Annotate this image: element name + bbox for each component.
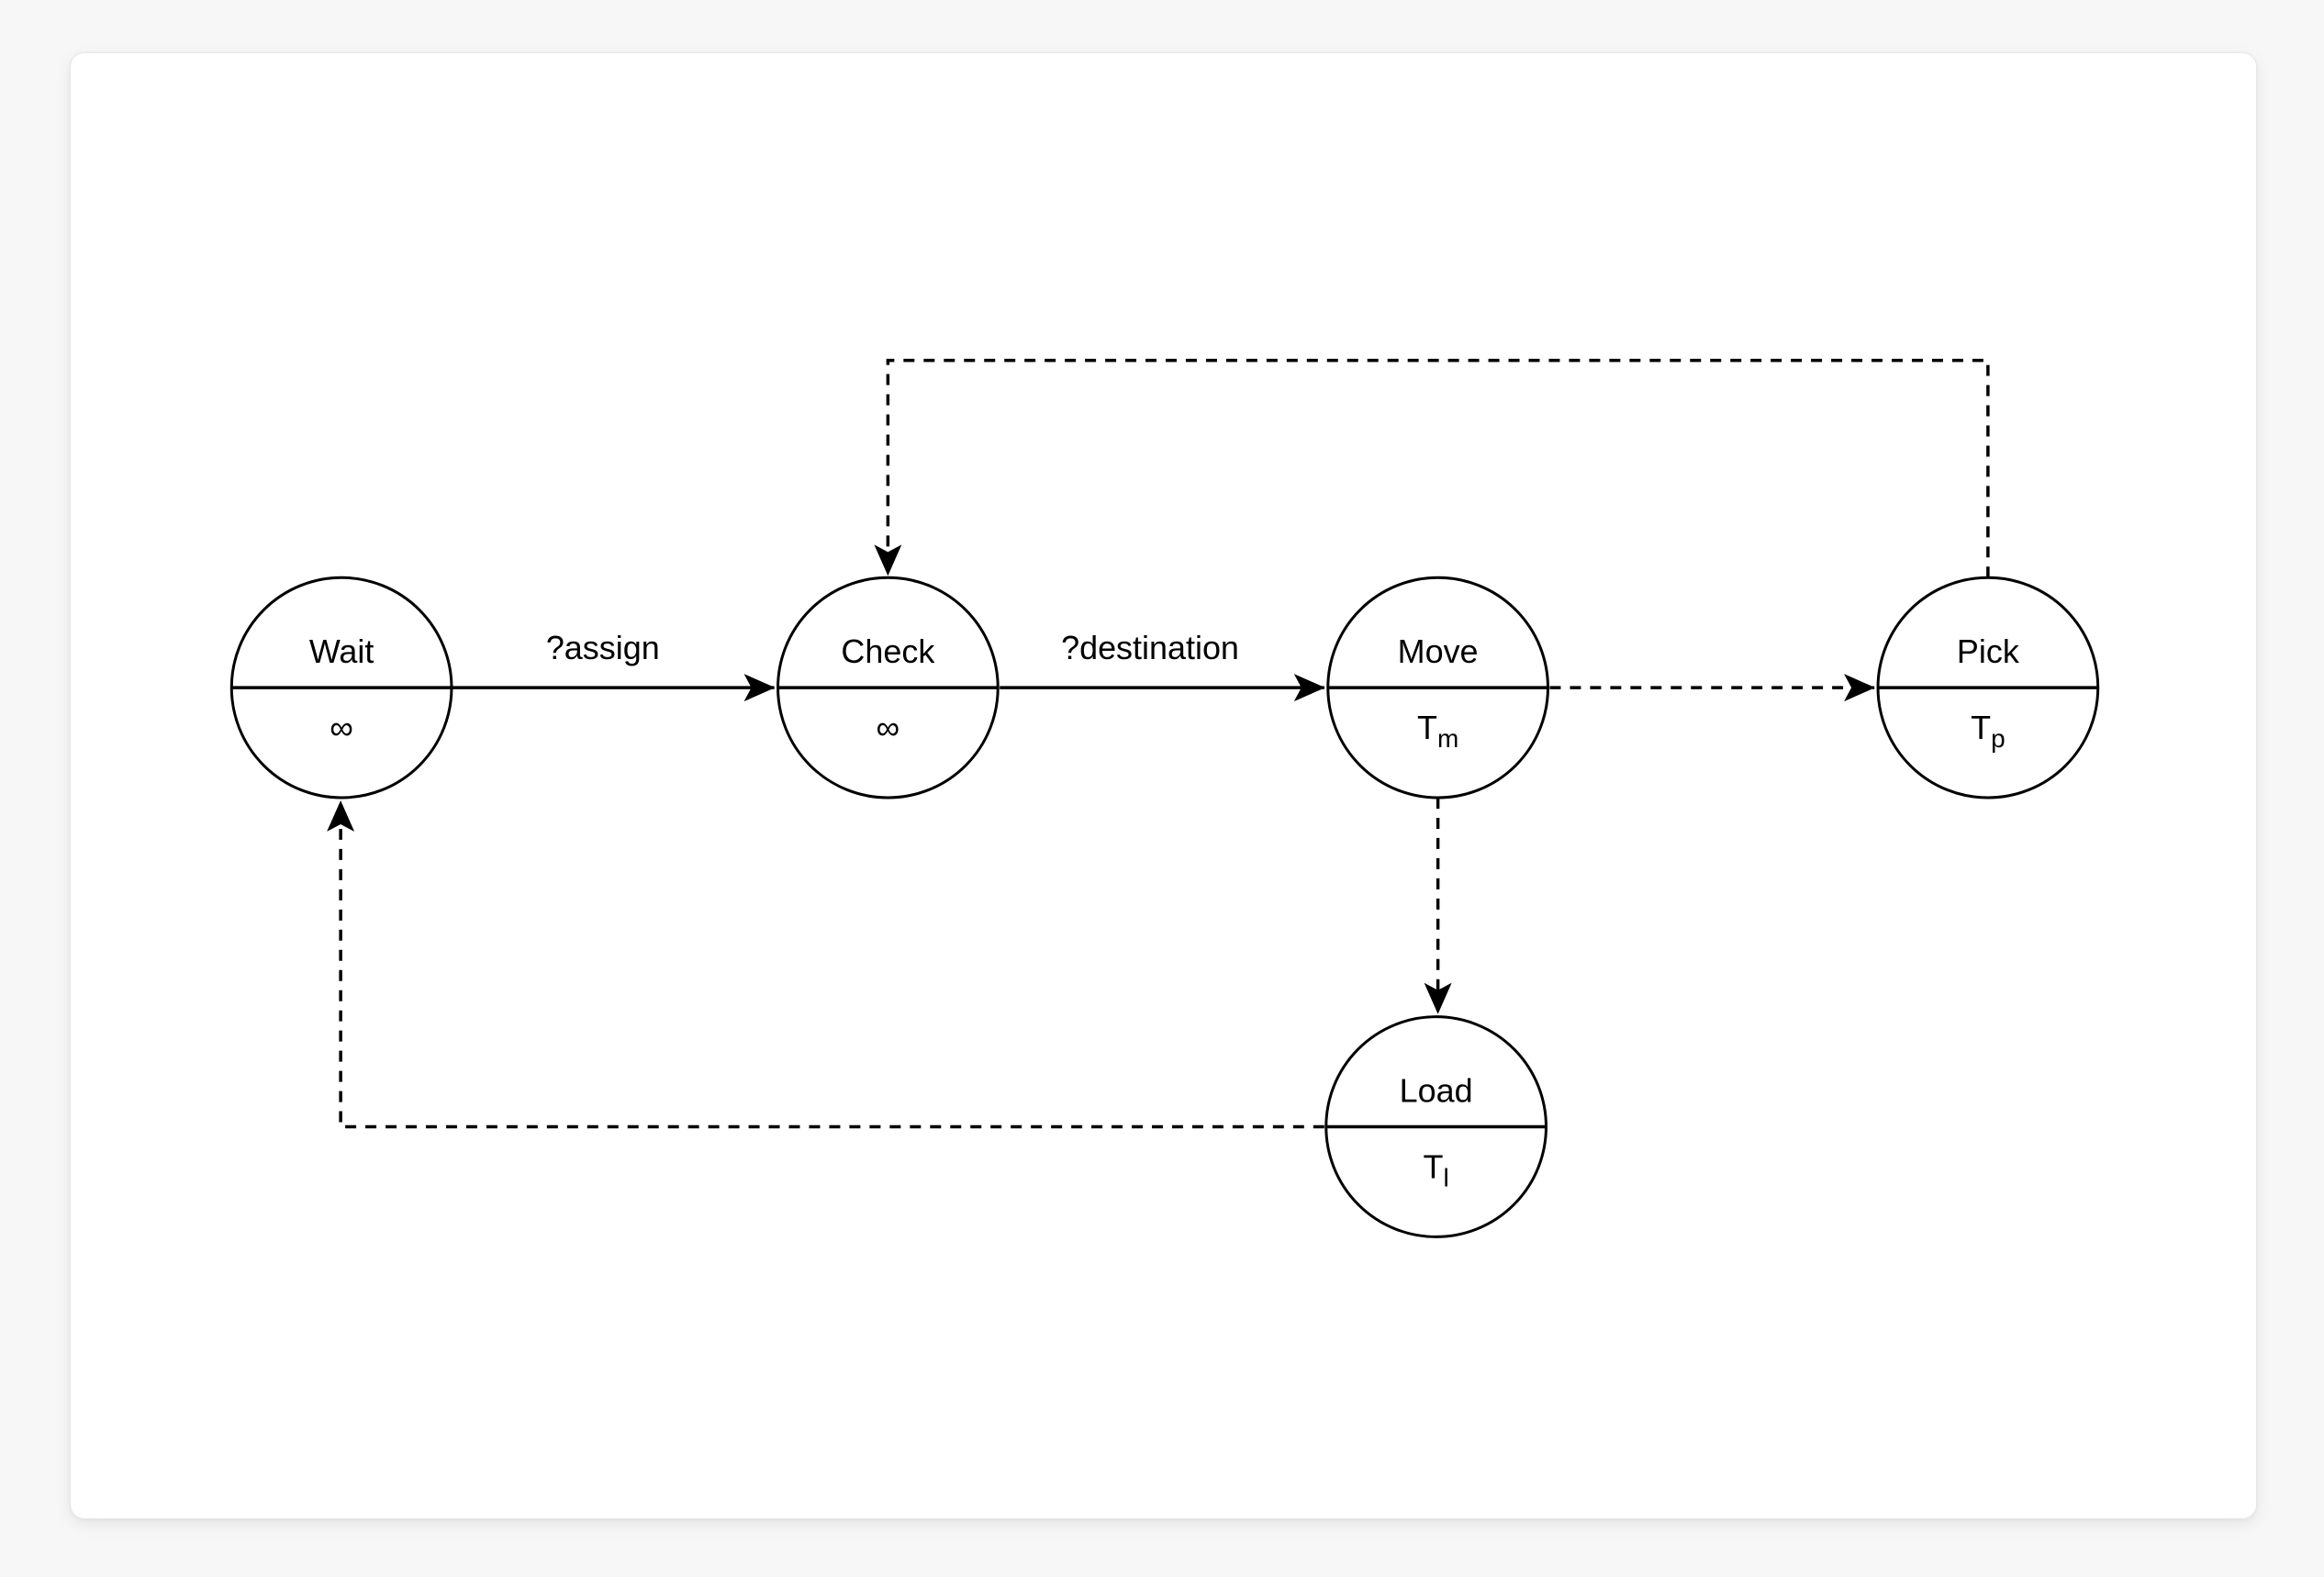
edge-label-wait-to-check: ?assign — [546, 629, 660, 666]
move-value-label: Tm — [1417, 709, 1458, 753]
wait-name-label: Wait — [309, 632, 374, 670]
edge-pick-to-check — [874, 358, 1990, 578]
check-value-label: ∞ — [877, 709, 900, 746]
check-name-label: Check — [841, 632, 935, 670]
wait-value-label: ∞ — [330, 709, 353, 746]
load-value-label: Tl — [1424, 1147, 1449, 1191]
state-node-wait[interactable]: Wait ∞ — [229, 576, 453, 800]
edge-load-to-wait — [327, 800, 1324, 1129]
move-name-label: Move — [1398, 632, 1479, 670]
state-node-check[interactable]: Check ∞ — [777, 576, 1000, 800]
edge-label-check-to-move: ?destination — [1061, 629, 1239, 666]
pick-value-label: Tp — [1971, 709, 2006, 753]
load-name-label: Load — [1400, 1072, 1473, 1110]
pick-name-label: Pick — [1957, 632, 2020, 670]
